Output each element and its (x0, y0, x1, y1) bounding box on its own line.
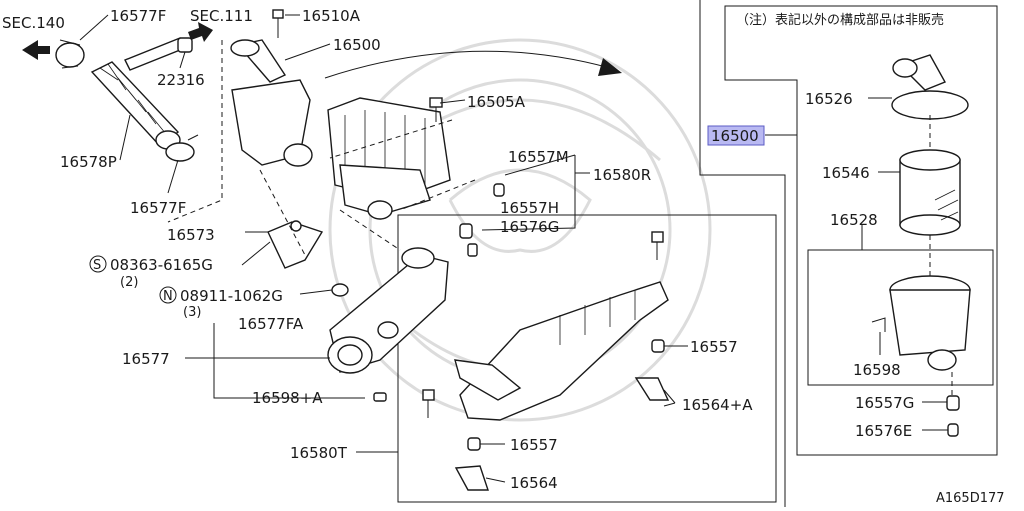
resonator-part (454, 281, 669, 421)
label-16557m[interactable]: 16557M (508, 148, 569, 166)
figure-code: A165D177 (936, 491, 1005, 506)
note-text: （注）表記以外の構成部品は非販売 (736, 12, 944, 28)
label-16576e[interactable]: 16576E (855, 422, 912, 440)
label-16598a[interactable]: 16598+A (252, 389, 323, 407)
label-16564[interactable]: 16564 (510, 474, 558, 492)
label-sec-140[interactable]: SEC.140 (2, 14, 65, 32)
label-08911-qty: (3) (183, 305, 201, 320)
air-cleaner-assembly-part (230, 39, 451, 220)
label-16526[interactable]: 16526 (805, 90, 853, 108)
label-16577f-top[interactable]: 16577F (110, 7, 166, 25)
clamp-low-part (165, 134, 199, 162)
sensor-part (373, 392, 387, 402)
label-16500-main[interactable]: 16500 (333, 36, 381, 54)
label-16557-b[interactable]: 16557 (510, 436, 558, 454)
resonator-fasteners-part (422, 231, 670, 491)
label-16500-box[interactable]: 16500 (711, 127, 759, 145)
label-16557g[interactable]: 16557G (855, 394, 914, 412)
labels: SEC.140 16577F SEC.111 16510A 22316 1650… (2, 7, 1005, 506)
label-08363-qty: (2) (120, 275, 138, 290)
label-16576g[interactable]: 16576G (500, 218, 559, 236)
flow-arrow (324, 50, 622, 79)
label-22316[interactable]: 22316 (157, 71, 205, 89)
intake-duct-part (327, 247, 449, 374)
bolt-16510a-part (272, 9, 284, 38)
exploded-cleaner-part (871, 54, 971, 437)
washer-part (331, 283, 349, 297)
symbol-s-letter: S (93, 258, 101, 273)
bracket-part (267, 220, 324, 269)
label-16577[interactable]: 16577 (122, 350, 170, 368)
symbol-s-circle (89, 255, 107, 273)
label-08911[interactable]: 08911-1062G (180, 287, 283, 305)
label-16557-a[interactable]: 16557 (690, 338, 738, 356)
label-16577f-low[interactable]: 16577F (130, 199, 186, 217)
highlight-16500 (707, 125, 765, 146)
symbol-n-letter: N (163, 289, 173, 304)
label-08363[interactable]: 08363-6165G (110, 256, 213, 274)
small-tube-part (124, 37, 193, 71)
label-16564a[interactable]: 16564+A (682, 396, 753, 414)
sec-arrows (22, 22, 213, 60)
grommets-part (459, 183, 505, 257)
label-16546[interactable]: 16546 (822, 164, 870, 182)
leader-lines (79, 14, 948, 483)
label-16580t[interactable]: 16580T (290, 444, 348, 462)
clamp-top-part (55, 39, 85, 69)
label-sec-111[interactable]: SEC.111 (190, 7, 253, 25)
label-16577fa[interactable]: 16577FA (238, 315, 304, 333)
frame-lines (397, 0, 998, 507)
label-16580r[interactable]: 16580R (593, 166, 651, 184)
label-16578p[interactable]: 16578P (60, 153, 117, 171)
label-16598[interactable]: 16598 (853, 361, 901, 379)
symbol-n-circle (159, 286, 177, 304)
label-16573[interactable]: 16573 (167, 226, 215, 244)
label-16505a[interactable]: 16505A (467, 93, 526, 111)
label-16510a[interactable]: 16510A (302, 7, 361, 25)
label-16557h[interactable]: 16557H (500, 199, 559, 217)
label-16528[interactable]: 16528 (830, 211, 878, 229)
